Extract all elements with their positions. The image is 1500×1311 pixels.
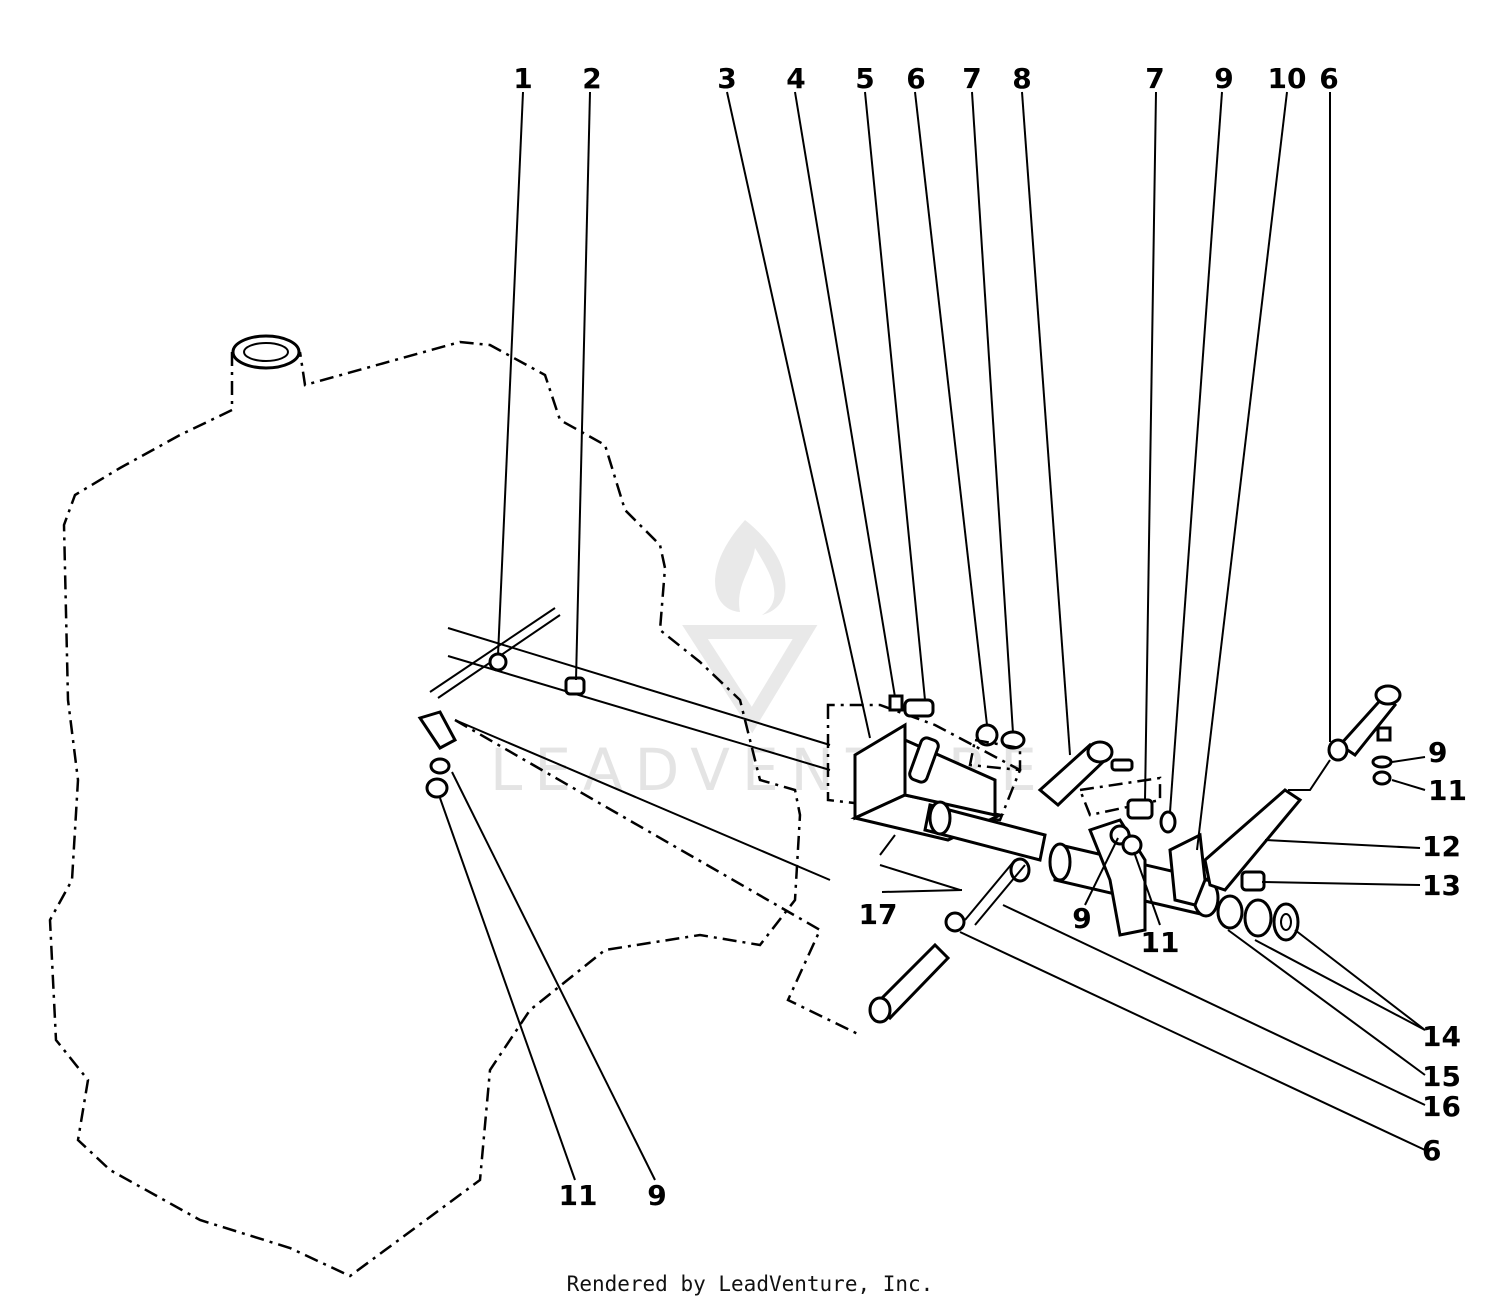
pivot-tube-assembly	[1048, 759, 1331, 942]
callout-7b: 7	[1145, 62, 1164, 95]
linkage-path	[454, 718, 861, 1037]
callout-inner-11: 11	[1141, 926, 1180, 959]
callout-4: 4	[786, 62, 805, 95]
callout-9: 9	[1214, 62, 1233, 95]
center-bracket-assembly	[826, 694, 1047, 862]
callouts-top: 1 2 3 4 5 6 7 8 7 9 10 6	[513, 62, 1338, 95]
callout-bottom-9: 9	[647, 1179, 666, 1212]
callout-right-9: 9	[1428, 736, 1447, 769]
callout-right-6: 6	[1422, 1134, 1441, 1167]
ball-joint-upper	[1037, 740, 1134, 808]
callout-8: 8	[1012, 62, 1031, 95]
footer-credit: Rendered by LeadVenture, Inc.	[566, 1272, 934, 1296]
callouts-inner: 17 9 11	[859, 898, 1180, 959]
callout-5: 5	[855, 62, 874, 95]
lower-adjuster-rod	[868, 834, 1031, 1024]
callout-17: 17	[859, 898, 898, 931]
callout-right-13: 13	[1422, 869, 1461, 902]
governor-rod-assembly	[417, 607, 831, 881]
callouts-right: 9 11 12 13 14 15 16 6	[1422, 736, 1467, 1167]
callout-3: 3	[717, 62, 736, 95]
callout-10: 10	[1268, 62, 1307, 95]
callout-right-11: 11	[1428, 774, 1467, 807]
callout-7: 7	[962, 62, 981, 95]
callout-right-16: 16	[1422, 1090, 1461, 1123]
callouts-bottom: 11 9	[559, 1179, 667, 1212]
callout-2: 2	[582, 62, 601, 95]
oil-filler-neck	[231, 334, 301, 370]
engine-outline	[48, 340, 802, 1278]
leader-lines	[439, 91, 1426, 1181]
callout-right-14: 14	[1422, 1020, 1461, 1053]
ball-joint-right	[1327, 684, 1402, 786]
callout-6b: 6	[1319, 62, 1338, 95]
callout-bottom-11: 11	[559, 1179, 598, 1212]
leadventure-watermark: LEADVENTURE	[490, 520, 1037, 804]
callout-inner-9: 9	[1072, 902, 1091, 935]
callout-6: 6	[906, 62, 925, 95]
callout-right-12: 12	[1422, 830, 1461, 863]
callout-1: 1	[513, 62, 532, 95]
callout-right-15: 15	[1422, 1060, 1461, 1093]
